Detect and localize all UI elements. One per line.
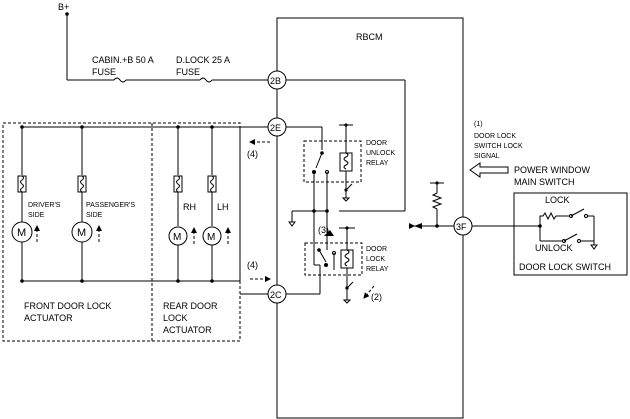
fuse-cabin-label-2: FUSE — [92, 67, 116, 77]
rear-group-label-2: LOCK — [163, 313, 188, 323]
terminal-2e-label: 2E — [270, 123, 281, 133]
motor-icon: M — [71, 221, 93, 243]
motor-icon: M — [168, 226, 188, 246]
resistor-icon — [207, 175, 217, 193]
resistor-icon — [77, 175, 87, 193]
rh-actuator: M — [168, 125, 197, 283]
power-window-label-2: MAIN SWITCH — [514, 177, 575, 187]
lock-relay-label-1: DOOR — [366, 246, 387, 253]
front-group-label-2: ACTUATOR — [24, 313, 73, 323]
signal-line-1: DOOR LOCK — [474, 133, 516, 140]
resistor-icon — [173, 175, 183, 193]
supply-label: B+ — [58, 2, 69, 12]
unlock-relay-label-3: RELAY — [366, 160, 389, 167]
lock-relay-label-3: RELAY — [366, 266, 389, 273]
passenger-label-1: PASSENGER'S — [86, 202, 135, 209]
driver-label-2: SIDE — [28, 212, 45, 219]
fuse-dlock-label-1: D.LOCK 25 A — [176, 55, 230, 65]
callout-3: (3) — [318, 225, 329, 235]
callout-2: (2) — [371, 292, 382, 302]
coil-icon — [340, 249, 354, 269]
terminal-3f-label: 3F — [456, 222, 467, 232]
door-lock-switch-lock-label: LOCK — [545, 195, 570, 205]
fuse-cabin-label-1: CABIN.+B 50 A — [92, 55, 154, 65]
resistor-icon — [17, 175, 27, 193]
svg-text:M: M — [77, 227, 86, 239]
signal-line-2: SWITCH LOCK — [474, 143, 523, 150]
lh-actuator: M — [202, 125, 231, 283]
driver-label-1: DRIVER'S — [28, 202, 61, 209]
signal-line-3: SIGNAL — [474, 153, 500, 160]
unlock-relay-label-2: UNLOCK — [366, 150, 396, 157]
svg-text:M: M — [207, 232, 215, 243]
door-lock-switch-unlock-label: UNLOCK — [535, 243, 573, 253]
arrow-icon — [469, 162, 509, 178]
lock-switch-contact — [569, 208, 588, 218]
callout-4-upper: (4) — [247, 149, 258, 159]
motor-icon: M — [202, 226, 222, 246]
rear-group-label-1: REAR DOOR — [163, 301, 218, 311]
signal-number: (1) — [474, 121, 483, 128]
driver-actuator: M — [11, 125, 40, 283]
front-group-label-1: FRONT DOOR LOCK — [24, 301, 111, 311]
unlock-relay-label-1: DOOR — [366, 140, 387, 147]
resistor-icon — [431, 192, 443, 210]
terminal-2b-label: 2B — [270, 76, 281, 86]
svg-text:M: M — [17, 227, 26, 239]
terminal-2c-label: 2C — [270, 290, 282, 300]
lock-relay-label-2: LOCK — [366, 256, 385, 263]
fuse-dlock-label-2: FUSE — [176, 67, 200, 77]
unlock-switch-contact — [562, 233, 581, 243]
rear-group-label-3: ACTUATOR — [163, 325, 212, 335]
callout-4-lower: (4) — [247, 260, 258, 270]
power-window-label-1: POWER WINDOW — [514, 165, 590, 175]
passenger-label-2: SIDE — [86, 212, 103, 219]
fuse-icon — [199, 77, 213, 83]
door-lock-switch-title: DOOR LOCK SWITCH — [519, 262, 611, 272]
lh-label: LH — [217, 202, 229, 212]
rbcm-label: RBCM — [356, 32, 383, 42]
passenger-actuator: M — [71, 125, 102, 283]
motor-icon: M — [11, 221, 33, 243]
fuse-icon — [113, 77, 127, 83]
rbcm-box — [276, 17, 464, 419]
rh-label: RH — [183, 202, 196, 212]
door-lock-switch-box — [513, 192, 628, 276]
coil-icon — [339, 152, 353, 172]
resistor-icon — [539, 211, 559, 226]
unlock-relay — [303, 123, 362, 211]
svg-text:M: M — [173, 232, 181, 243]
lock-relay — [304, 226, 363, 304]
